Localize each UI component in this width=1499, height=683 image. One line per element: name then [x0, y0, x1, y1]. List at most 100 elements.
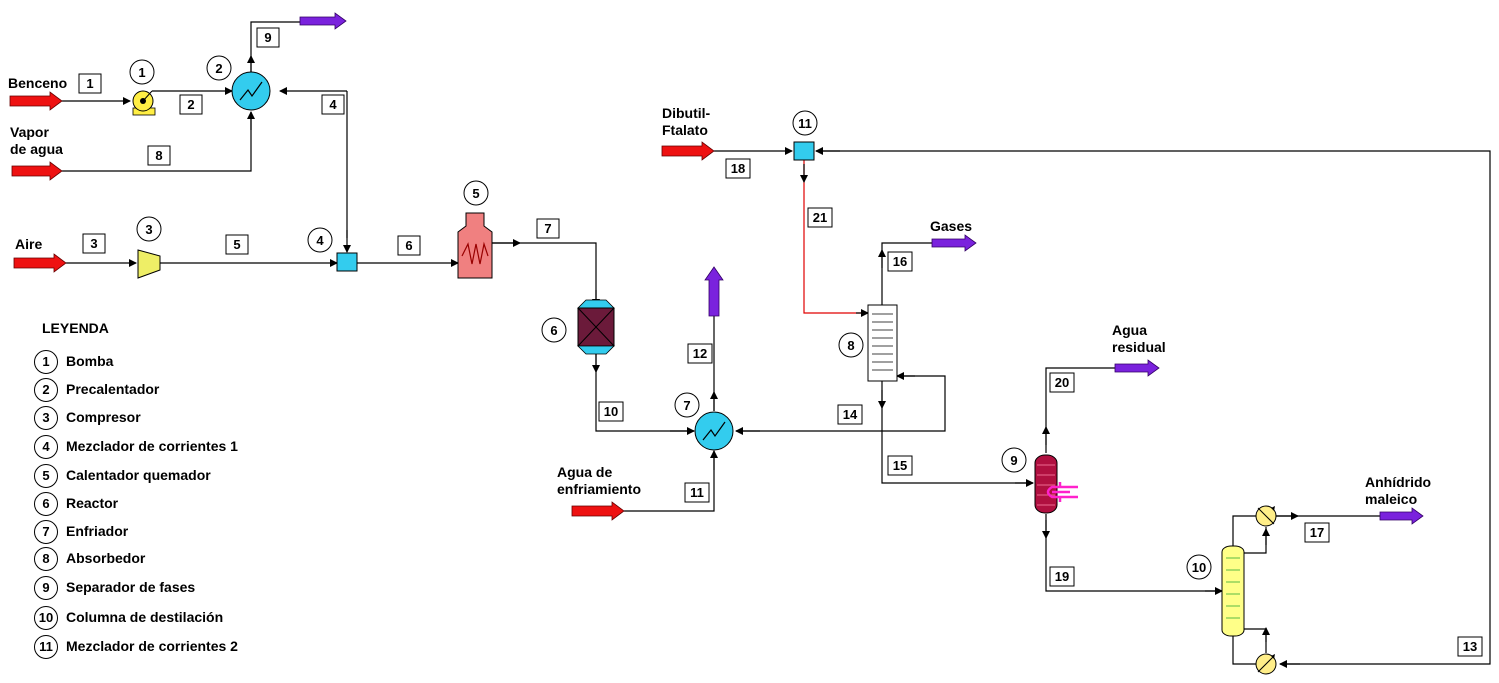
svg-text:18: 18	[731, 161, 745, 176]
enfriador-7[interactable]	[694, 411, 734, 451]
aire-inlet-arrow	[13, 253, 67, 273]
legend: LEYENDA 1 Bomba 2 Precalentador 3 Compre…	[34, 318, 294, 663]
gases-label: Gases	[930, 218, 972, 234]
svg-text:9: 9	[1010, 453, 1017, 468]
legend-text: Calentador quemador	[66, 467, 211, 483]
process-labels: Benceno Vapor de agua Aire Dibutil- Ftal…	[8, 75, 1431, 507]
agua-enfriamiento-inlet-arrow	[571, 501, 625, 521]
pump-1[interactable]	[132, 90, 156, 116]
svg-text:6: 6	[550, 323, 557, 338]
legend-num: 2	[34, 378, 58, 402]
outlet-arrows	[299, 12, 1424, 525]
stream-label-9: 9	[256, 27, 280, 48]
svg-text:6: 6	[405, 238, 412, 253]
stream-label-18: 18	[725, 158, 751, 179]
stream-line-15	[881, 381, 1033, 484]
svg-text:10: 10	[604, 404, 618, 419]
equipment-tag-6: 6	[541, 317, 567, 343]
stream-line-14	[736, 375, 946, 432]
stream-label-16: 16	[887, 251, 913, 272]
calentador-quemador-5[interactable]	[457, 212, 493, 279]
reactor-6[interactable]	[577, 299, 615, 355]
equipment-tag-4: 4	[307, 227, 333, 253]
svg-text:20: 20	[1055, 375, 1069, 390]
svg-text:7: 7	[544, 221, 551, 236]
svg-text:5: 5	[472, 186, 479, 201]
aire-label: Aire	[15, 236, 42, 252]
legend-num: 8	[34, 547, 58, 571]
svg-text:17: 17	[1310, 525, 1324, 540]
stream-label-1: 1	[78, 73, 102, 94]
agua-residual-outlet-arrow	[1114, 359, 1160, 377]
equipment-tag-5: 5	[463, 180, 489, 206]
stream-label-10: 10	[598, 401, 624, 422]
vapor-label-line2: de agua	[10, 141, 63, 157]
legend-num: 11	[34, 635, 58, 659]
svg-text:8: 8	[155, 148, 162, 163]
anhidrido-label-line1: Anhídrido	[1365, 474, 1431, 490]
stream-label-12: 12	[687, 343, 713, 364]
legend-title: LEYENDA	[42, 320, 109, 336]
legend-item-2: 2 Precalentador	[34, 378, 294, 402]
agua-residual-label-line1: Agua	[1112, 322, 1147, 338]
stream-line-11	[624, 451, 715, 512]
svg-text:7: 7	[683, 398, 690, 413]
legend-item-10: 10 Columna de destilación	[34, 606, 294, 630]
absorbedor-8[interactable]	[867, 304, 898, 382]
agua-enfriamiento-label-line2: enfriamiento	[557, 481, 641, 497]
legend-text: Separador de fases	[66, 579, 196, 595]
agua-enfriamiento-label-line1: Agua de	[557, 464, 612, 480]
gases-outlet-arrow	[931, 234, 977, 252]
mezclador-11[interactable]	[793, 141, 815, 161]
compresor-3[interactable]	[137, 249, 161, 279]
stream-label-15: 15	[887, 455, 913, 476]
equipment-tag-2: 2	[206, 55, 232, 81]
equipment-tag-8: 8	[838, 332, 864, 358]
svg-text:4: 4	[329, 97, 337, 112]
flow-lines	[62, 21, 1491, 668]
columna-destilacion-10[interactable]	[1221, 505, 1277, 675]
anhidrido-outlet-arrow	[1379, 507, 1424, 525]
mezclador-4[interactable]	[336, 252, 358, 272]
dibutil-inlet-arrow	[661, 141, 715, 161]
equipment-tag-11: 11	[792, 110, 818, 136]
legend-item-5: 5 Calentador quemador	[34, 464, 294, 488]
legend-text: Precalentador	[66, 381, 160, 397]
stream-label-13: 13	[1457, 636, 1483, 657]
legend-num: 4	[34, 435, 58, 459]
legend-num: 6	[34, 492, 58, 516]
stream-label-19: 19	[1049, 566, 1075, 587]
legend-num: 10	[34, 606, 58, 630]
stream-label-6: 6	[397, 235, 421, 256]
legend-text: Bomba	[66, 353, 114, 369]
inlet-arrows	[9, 91, 715, 521]
benceno-inlet-arrow	[9, 91, 63, 111]
equipment-tag-3: 3	[136, 216, 162, 242]
svg-text:13: 13	[1463, 639, 1477, 654]
legend-item-6: 6 Reactor	[34, 492, 294, 516]
svg-text:3: 3	[145, 222, 152, 237]
agua-residual-label-line2: residual	[1112, 339, 1166, 355]
column-top-line	[1232, 515, 1256, 546]
legend-item-11: 11 Mezclador de corrientes 2	[34, 635, 294, 659]
benceno-label: Benceno	[8, 75, 67, 91]
svg-text:1: 1	[86, 76, 93, 91]
svg-text:11: 11	[690, 485, 704, 500]
column-bottom-line	[1232, 636, 1256, 665]
legend-num: 9	[34, 576, 58, 600]
stream-label-21: 21	[807, 207, 833, 228]
legend-num: 1	[34, 350, 58, 374]
separador-fases-9[interactable]	[1034, 454, 1078, 514]
stream-label-3: 3	[82, 233, 106, 254]
anhidrido-label-line2: maleico	[1365, 491, 1417, 507]
svg-text:14: 14	[843, 407, 858, 422]
legend-text: Enfriador	[66, 523, 129, 539]
svg-text:9: 9	[264, 30, 271, 45]
stream-label-7: 7	[536, 218, 560, 239]
equipment-tag-1: 1	[129, 59, 155, 85]
stream-line-20	[1045, 367, 1115, 453]
legend-text: Mezclador de corrientes 1	[66, 438, 238, 454]
precalentador-2[interactable]	[231, 71, 271, 111]
legend-item-3: 3 Compresor	[34, 406, 294, 430]
